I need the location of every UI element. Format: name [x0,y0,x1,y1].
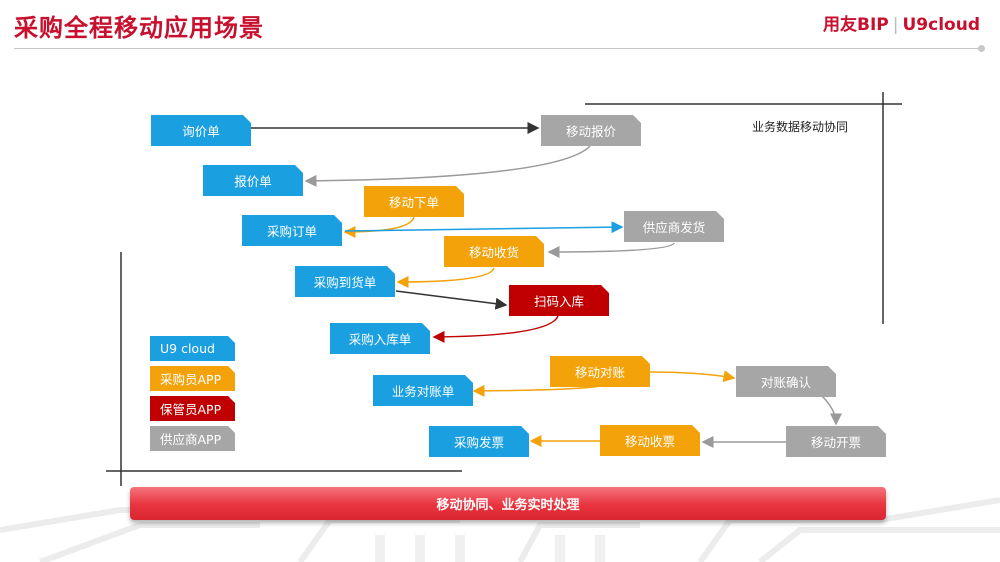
node-mobile-invoice-issue: 移动开票 [786,426,886,457]
node-purchase-invoice: 采购发票 [429,426,529,457]
header-divider-dot [978,45,985,52]
legend-item-supplier-app: 供应商APP [150,426,235,451]
brand-logo: 用友BIP|U9cloud [823,10,980,35]
arrow-mobile-order-to-po [343,216,415,238]
node-statement: 业务对账单 [373,375,473,406]
logo-main-text: 用友BIP [823,15,889,35]
node-mobile-quote: 移动报价 [541,115,641,146]
arrow-receive-to-arrival [396,267,495,288]
legend-item-u9cloud: U9 cloud [150,336,235,361]
arrow-confirm-to-issue [821,395,842,426]
bottom-banner: 移动协同、业务实时处理 [130,487,886,520]
node-mobile-invoice-receive: 移动收票 [600,425,700,456]
circuit-background-decoration [0,497,1000,562]
arrow-supplier-to-receive [547,242,675,258]
node-mobile-order: 移动下单 [364,186,464,217]
logo-separator: | [892,15,899,35]
node-scan-in: 扫码入库 [509,285,609,316]
node-purchase-order: 采购订单 [242,215,342,246]
header-divider [14,48,984,49]
legend-item-keeper-app: 保管员APP [150,396,235,421]
legend-item-buyer-app: 采购员APP [150,366,235,391]
node-inquiry: 询价单 [151,115,251,146]
arrow-mobile-quote-to-quote [304,145,591,187]
node-mobile-receive: 移动收货 [444,236,544,267]
logo-sub-text: U9cloud [902,15,981,35]
node-receipt: 采购入库单 [330,323,430,354]
collab-label: 业务数据移动协同 [752,120,849,134]
node-quote: 报价单 [203,165,303,196]
node-arrival: 采购到货单 [295,266,395,297]
node-supplier-ship: 供应商发货 [624,211,724,242]
page-title: 采购全程移动应用场景 [14,14,264,42]
node-mobile-reconcile: 移动对账 [550,356,650,387]
arrow-reconcile-to-confirm [649,370,736,383]
node-reconcile-confirm: 对账确认 [736,366,836,397]
arrow-arrival-to-scan [395,290,508,310]
arrow-scan-to-receipt [432,315,559,343]
arrow-po-to-supplier [344,221,624,234]
